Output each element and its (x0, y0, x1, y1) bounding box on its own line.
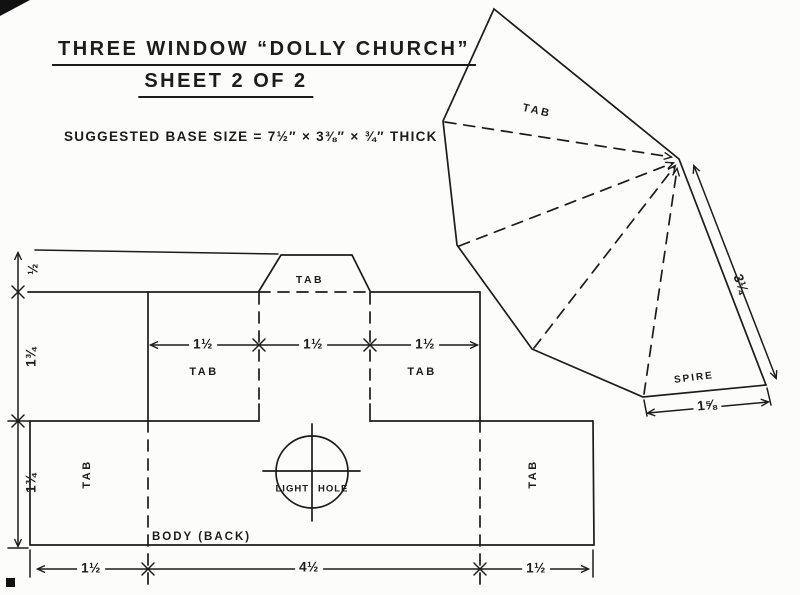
dim-lower-height: 1¾ (23, 473, 39, 493)
light-hole (262, 423, 361, 522)
body-left-tab-label: TAB (189, 366, 219, 378)
body-dimension-lines (7, 249, 594, 578)
base-size-note: SUGGESTED BASE SIZE = 7½″ × 3⅜″ × ¾″ THI… (64, 129, 438, 144)
body-lower-left-tab-label: TAB (81, 459, 93, 489)
scan-artifact-corner (0, 0, 30, 16)
body-right-tab-label: TAB (407, 366, 437, 378)
dim-upper-height: 1¾ (23, 347, 39, 367)
sheet-title: THREE WINDOW “DOLLY CHURCH” (52, 38, 476, 66)
sheet-subtitle: SHEET 2 OF 2 (138, 70, 314, 98)
body-fold-lines (147, 291, 481, 591)
body-top-tab-label: TAB (295, 274, 325, 286)
body-lower-right-tab-label: TAB (527, 459, 539, 489)
dim-upper-center-width: 1½ (299, 336, 327, 352)
dim-bottom-left-width: 1½ (77, 560, 105, 576)
dim-upper-right-width: 1½ (411, 336, 439, 352)
body-outline (27, 254, 595, 546)
dim-tab-height: ½ (25, 263, 41, 275)
scan-artifact-dot (6, 578, 15, 587)
dim-bottom-right-width: 1½ (522, 560, 550, 576)
dim-upper-left-width: 1½ (189, 336, 217, 352)
body-piece-name: BODY (BACK) (152, 531, 252, 543)
light-hole-label-right: HOLE (318, 483, 349, 495)
light-hole-label-left: LIGHT (275, 483, 309, 495)
spire-outline (442, 7, 768, 398)
dim-bottom-center-width: 4½ (295, 559, 323, 575)
spire-fold-lines (444, 121, 677, 395)
